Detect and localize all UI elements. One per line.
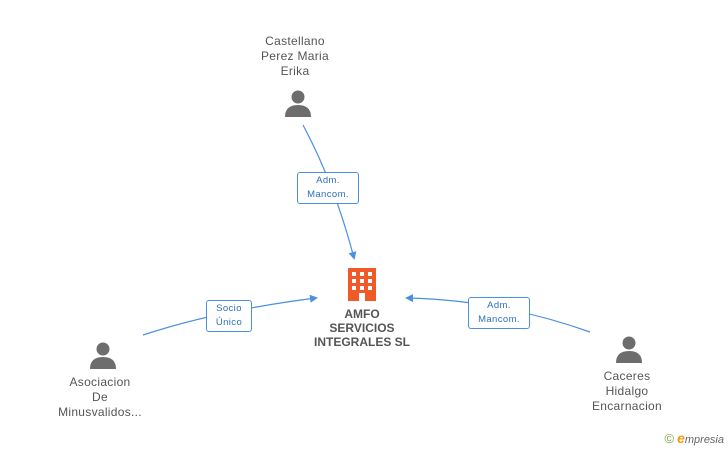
person-name-line: Caceres — [603, 369, 651, 383]
person-name-line: Castellano — [265, 34, 325, 48]
person-name-line: De — [92, 390, 108, 404]
company-name-line: SERVICIOS — [329, 321, 395, 335]
copyright-icon: © — [664, 430, 675, 446]
person-name-line: Erika — [280, 64, 310, 78]
relation-label-line: Adm. — [487, 300, 511, 311]
relation-label-line: Único — [215, 317, 243, 328]
relation-label-right: Adm. Mancom. — [468, 297, 530, 329]
company-name-line: INTEGRALES SL — [313, 335, 410, 349]
relation-label-line: Adm. — [316, 175, 340, 186]
person-name-line: Encarnacion — [591, 399, 662, 413]
person-name-castellano[interactable]: Castellano Perez Maria Erika — [235, 34, 355, 79]
company-name[interactable]: AMFO SERVICIOS INTEGRALES SL — [302, 307, 422, 349]
person-name-line: Minusvalidos... — [58, 405, 142, 419]
relation-label-top: Adm. Mancom. — [297, 172, 359, 204]
person-name-line: Hidalgo — [605, 384, 649, 398]
company-name-line: AMFO — [344, 307, 380, 321]
footer-brand[interactable]: © empresia — [664, 430, 724, 446]
brand-logo: empresia — [677, 430, 724, 446]
person-icon[interactable] — [614, 334, 644, 364]
relation-label-left: Socio Único — [206, 300, 252, 332]
brand-initial: e — [677, 430, 685, 446]
relation-label-line: Mancom. — [478, 314, 520, 325]
person-icon[interactable] — [283, 88, 313, 118]
person-icon[interactable] — [88, 340, 118, 370]
person-name-line: Asociacion — [69, 375, 131, 389]
relation-label-line: Socio — [216, 303, 242, 314]
person-name-caceres[interactable]: Caceres Hidalgo Encarnacion — [567, 369, 687, 414]
relation-label-line: Mancom. — [307, 189, 349, 200]
building-icon[interactable] — [346, 267, 378, 302]
person-name-asociacion[interactable]: Asociacion De Minusvalidos... — [40, 375, 160, 420]
brand-name: mpresia — [684, 434, 724, 446]
person-name-line: Perez Maria — [261, 49, 329, 63]
